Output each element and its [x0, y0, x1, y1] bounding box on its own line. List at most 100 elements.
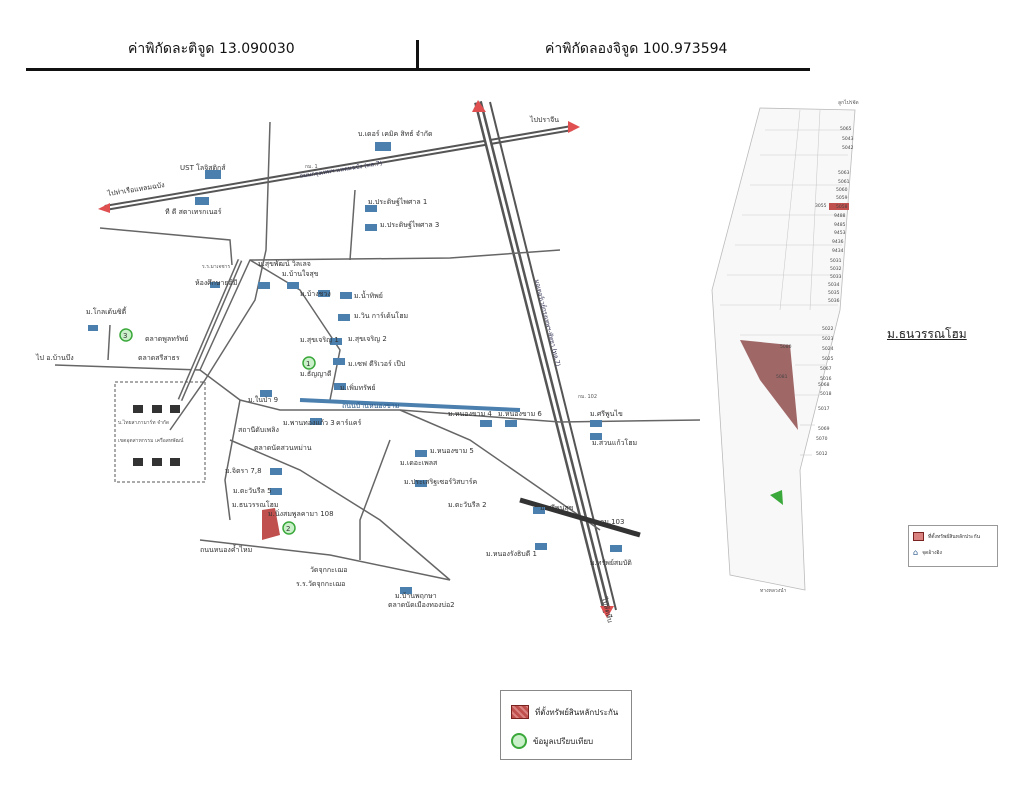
marker-3 [119, 328, 133, 342]
place-label: ม.ศรีพูนสุข [540, 504, 574, 512]
place-label: คาร์แคร์ [336, 419, 362, 427]
lot-number: 5035 [828, 290, 840, 296]
place-label: ม.สุขเจริญ 1 [300, 336, 339, 344]
local-roads [54, 121, 701, 581]
place-label: ม.พานทองแก้ว 3 [283, 419, 335, 427]
place-label: ม.น้ำทิพย์ [354, 289, 383, 300]
lot-number: 5042 [842, 145, 854, 151]
lot-number: 5012 [816, 451, 828, 457]
place-label: ม.ศรีพูนไข [590, 409, 623, 418]
building-icons [88, 142, 622, 594]
lot-number: 5058 [836, 204, 848, 210]
place-label: ม.นิ่งสมพูลคามา 108 [268, 509, 334, 518]
mini-legend-row-direction: ⌂ จุดอ้างอิง [913, 548, 942, 557]
plot-top-label: ลูกไปร่จัด [838, 99, 859, 106]
lot-number: 5059 [836, 195, 848, 201]
comparison-circle-icon [511, 733, 527, 749]
lot-number: 5070 [816, 436, 828, 442]
brown-zone [740, 340, 798, 430]
place-label: ตลาดสรีสาธร [138, 354, 180, 362]
place-label: ร.ร.วัดจุกกะเฌอ [296, 580, 345, 588]
place-label: ม.วิน การ์เด้นโฮม [354, 311, 408, 320]
lot-number: 5018 [820, 391, 832, 397]
place-label: ร.ร.มาเจชาร [202, 264, 230, 270]
legend-row-collateral: ที่ตั้งทรัพย์สินหลักประกัน [511, 705, 618, 719]
place-label: ม.บ้างชวง [300, 290, 331, 298]
lot-number: 5060 [836, 187, 848, 193]
lot-number: 5061 [838, 179, 850, 185]
green-zone [770, 490, 783, 505]
comparison-markers[interactable] [119, 328, 316, 535]
lot-number: 5067 [820, 366, 832, 372]
place-label: ม.จิตรา 7,8 [225, 467, 262, 475]
lot-number: 9488 [834, 213, 846, 219]
place-label: ม.สุขพัฒน์ วิลเลจ [258, 260, 311, 268]
lot-number: 5065 [840, 126, 852, 132]
legend-comparison-label: ข้อมูลเปรียบเทียบ [533, 736, 594, 746]
place-label: ม.บ้านพฤกษา [395, 592, 437, 600]
km-1-label: กม. 1 [305, 164, 318, 170]
place-label: ม.ตะวันรีล 5 [233, 487, 272, 495]
lot-number: 5063 [838, 170, 850, 176]
lot-number: 5031 [830, 258, 842, 264]
mini-legend-row-collateral: ที่ตั้งทรัพย์สินหลักประกัน [913, 532, 980, 541]
lot-number: 9436 [832, 239, 844, 245]
lot-number: 5022 [822, 326, 834, 332]
plot-map-title: ม.ธนวรรณโฮม [887, 327, 967, 341]
mini-collateral-swatch-icon [913, 532, 924, 541]
place-label: สถานีดับเพลิง [238, 426, 279, 434]
industrial-zone-box [114, 381, 206, 483]
lot-number: 5036 [828, 298, 840, 304]
mini-legend-direction-label: จุดอ้างอิง [922, 549, 942, 556]
lot-number: 5069 [818, 426, 830, 432]
factory-icons [133, 405, 180, 466]
lot-number: 5024 [822, 346, 834, 352]
place-label: ตลาดนัดสวนหม่าน [254, 444, 312, 452]
marker-3-label: 3 [123, 332, 127, 340]
lot-number: 5023 [822, 336, 834, 342]
place-label: ม.ตะวันรีล 2 [448, 501, 487, 509]
lot-number: 9485 [834, 222, 846, 228]
lot-number: 5032 [830, 266, 842, 272]
place-label: ม.โกลเด้นซิตี้ [86, 305, 127, 316]
lot-number: 5034 [828, 282, 840, 288]
place-label: ม.ประดิษฐ์ไพศาล 1 [368, 197, 427, 206]
header-separator [416, 40, 419, 70]
place-label: บ.ไทยสาภามาร์ท จำกัด [118, 419, 169, 426]
place-label: ตลาดนัดเมืองทองบ่อ2 [388, 601, 455, 609]
place-label: ม.หนองขาม 6 [498, 410, 542, 418]
mini-legend-collateral-label: ที่ตั้งทรัพย์สินหลักประกัน [928, 533, 981, 540]
place-label: ม.ในป่า 9 [248, 395, 278, 404]
place-label: ม.เพิ่มทรัพย์ [340, 383, 376, 392]
lot-number: 3055 [815, 203, 827, 209]
arrow-south-icon [600, 606, 614, 618]
plot-legend: ที่ตั้งทรัพย์สินหลักประกัน ⌂ จุดอ้างอิง [908, 525, 998, 567]
place-label: ม.เซฟ ดีริเวอร์ เป๊ป [348, 360, 406, 368]
km-102-label: กม. 102 [578, 394, 597, 400]
collateral-site[interactable] [262, 508, 280, 540]
arrow-west-icon [98, 203, 110, 213]
main-highway [98, 121, 580, 213]
marker-2 [282, 521, 296, 535]
place-label: ม.ธัญญาดี [300, 370, 332, 378]
plot-collateral-marker [829, 203, 849, 210]
plot-bottom-label: ทางหลวงนำ [760, 588, 787, 594]
to-banbueng-label: ไป อ.บ้านบึง [35, 353, 74, 362]
place-label: ม.สุขเจริญ 2 [348, 335, 387, 343]
place-label: ม.ประดิษฐ์ไพศาล 3 [380, 220, 439, 229]
map-legend: ที่ตั้งทรัพย์สินหลักประกัน ข้อมูลเปรียบเ… [500, 690, 632, 760]
to-prachinburi-label: ไปปราจีน [529, 115, 559, 124]
lot-number: 5081 [776, 374, 788, 380]
header-rule [26, 68, 810, 71]
lot-number: 9453 [834, 230, 846, 236]
place-label: UST โลจิสติกส์ [180, 163, 226, 172]
marker-1-label: 1 [306, 360, 310, 368]
lot-number: 5025 [822, 356, 834, 362]
lot-number: 5033 [830, 274, 842, 280]
km-103-label: กม.103 [600, 518, 624, 526]
arrow-north-icon [472, 100, 486, 112]
place-label: ม.หนองรังธิบดี 1 [486, 550, 537, 558]
plot-lot-numbers: 5065 5043 5042 5063 5061 5060 5059 3055 … [776, 126, 854, 457]
lot-number: 9434 [832, 248, 844, 254]
